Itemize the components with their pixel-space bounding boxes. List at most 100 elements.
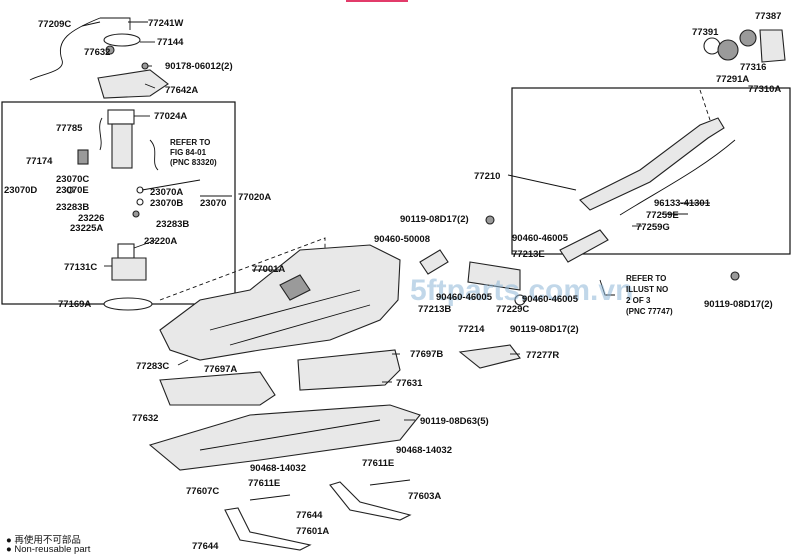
refer-illust-line2: ILLUST NO [626,285,668,294]
cap-77291A [717,39,739,61]
label-77169A: 77169A [58,299,91,310]
label-77283C: 77283C [136,361,169,372]
label-77020A: 77020A [238,192,271,203]
refer-fig-line1: REFER TO [170,138,210,147]
cap-77387 [739,29,757,47]
label-23283B-right: 23283B [156,219,189,230]
label-77174: 77174 [26,156,53,167]
filler-pipe-77210 [579,117,725,211]
label-23070B: 23070B [150,198,183,209]
label-77210: 77210 [474,171,500,182]
o-ring-23070B [136,198,144,206]
label-77213B: 77213B [418,304,451,315]
label-77001A: 77001A [252,264,285,275]
label-77214: 77214 [458,324,485,335]
filler-pipe-group [419,29,786,306]
protector-77697A [159,371,276,406]
label-77144: 77144 [157,37,184,48]
refer-illust-line1: REFER TO [626,274,666,283]
label-23070E: 23070E [56,185,89,196]
plug-small [105,45,115,55]
protector-77697B [297,349,401,391]
top-accent-bar [346,0,408,2]
label-77213E: 77213E [512,249,545,260]
label-77229C: 77229C [496,304,529,315]
hose-90460-50008 [419,249,449,275]
label-23070: 23070 [200,198,226,209]
refer-fig-line3: (PNC 83320) [170,158,217,167]
pump-filter-77131C [111,257,147,281]
label-23225A: 23225A [70,223,103,234]
label-23070A: 23070A [150,187,183,198]
label-77607C: 77607C [186,486,219,497]
tank-mount-pad [279,274,311,301]
pump-top-cap [107,109,135,125]
clamp-77229C [514,294,526,306]
label-77241W: 77241W [148,18,183,29]
band-77601A [224,507,312,551]
label-90468-right: 90468-14032 [396,445,452,456]
label-77631: 77631 [396,378,423,389]
shield-group [148,344,521,471]
label-90468-left: 90468-14032 [250,463,306,474]
label-77310A: 77310A [748,84,781,95]
label-77391: 77391 [692,27,719,38]
leader-lines [81,21,710,421]
bolt-90119-08D17-right [730,271,740,281]
gasket-ring [103,33,141,47]
bracket-77174 [77,149,89,165]
label-90119-08D17-right: 90119-08D17(2) [704,299,773,310]
label-77291A: 77291A [716,74,749,85]
refer-fig-line2: FIG 84-01 [170,148,207,157]
label-77644-mid: 77644 [296,510,323,521]
label-77209C: 77209C [38,19,71,30]
label-77259G: 77259G [636,222,670,233]
label-90119-08D17-mid: 90119-08D17(2) [510,324,579,335]
filter-cap-23220A [117,243,135,259]
retainer-plate [97,69,169,99]
label-90178: 90178-06012(2) [165,61,233,72]
band-77603A [329,481,412,521]
label-77131C: 77131C [64,262,97,273]
label-23070D: 23070D [4,185,37,196]
label-77632-top: 77632 [84,47,110,58]
hose-77213E [559,229,609,263]
label-77611E-right: 77611E [362,458,394,469]
fuel-pump-internal-group [66,109,159,311]
door-77310A [759,29,786,63]
label-77316: 77316 [740,62,766,73]
sender-gauge-group [29,17,169,99]
label-23283B-left: 23283B [56,202,89,213]
label-77697A: 77697A [204,364,237,375]
bolt-90119-08D17 [485,215,495,225]
label-90119-08D63: 90119-08D63(5) [420,416,489,427]
label-77601A: 77601A [296,526,329,537]
o-ring-23070D [66,186,74,194]
legend-en: ● Non-reusable part [6,544,91,555]
label-77024A: 77024A [154,111,187,122]
undercover-77607C [148,404,421,471]
filler-pipe-assembly-box [511,87,791,255]
refer-illust-line3: 2 OF 3 [626,296,651,305]
legend-cjk: ● 再使用不可部品 [6,535,81,546]
hose-77213B [467,261,521,291]
watermark: 5ftparts.com.vn [410,274,633,307]
label-23220A: 23220A [144,236,177,247]
label-90460-46005-right: 90460-46005 [522,294,579,305]
label-77611E-left: 77611E [248,478,280,489]
label-77642A: 77642A [165,85,198,96]
label-96133: 96133-41301 [654,198,711,209]
label-77697B: 77697B [410,349,443,360]
gasket-77169A [103,297,153,311]
label-77785: 77785 [56,123,83,134]
fuel-tank-77001A [159,244,401,361]
fuel-tank-group [159,237,401,361]
label-77644-bottom: 77644 [192,541,219,552]
label-77603A: 77603A [408,491,441,502]
label-90460-46005-mid: 90460-46005 [436,292,493,303]
refer-illust-line4: (PNC 77747) [626,307,673,316]
protector-77277R [458,344,521,369]
label-77632-bottom: 77632 [132,413,158,424]
pump-body [111,123,133,169]
